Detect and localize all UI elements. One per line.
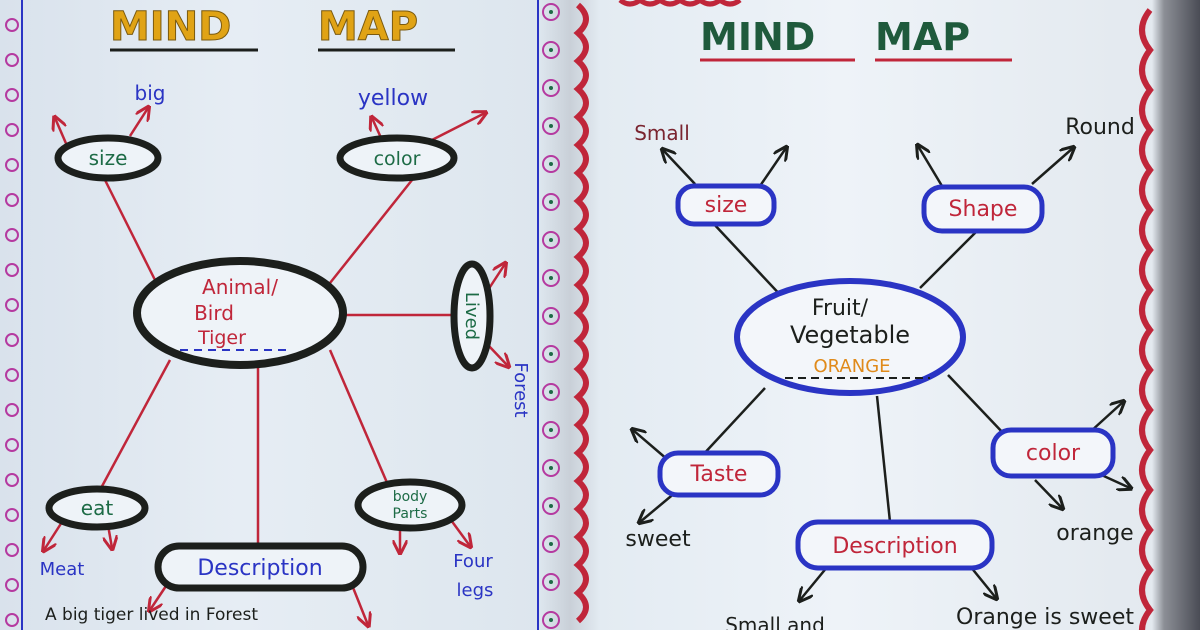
right-title: MIND MAP: [700, 15, 1012, 62]
right-title-word-2: MAP: [875, 15, 970, 59]
right-node-description-label: Description: [832, 534, 957, 559]
left-node-eat: eat: [45, 485, 149, 531]
left-center-line-1: Animal/: [202, 275, 278, 299]
left-center-line-2: Bird: [194, 301, 234, 325]
right-connectors: [633, 146, 1130, 600]
left-leaf-four: Four: [453, 551, 493, 572]
left-leaf-yellow: yellow: [358, 86, 428, 111]
right-node-description: Description: [795, 519, 995, 571]
right-node-size: size: [675, 183, 777, 227]
left-title-word-2: MAP: [318, 4, 418, 50]
left-node-description-label: Description: [197, 556, 322, 581]
right-leaf-small: Small: [634, 121, 690, 145]
right-center-line-1: Fruit/: [812, 296, 869, 321]
right-node-shape: Shape: [921, 184, 1045, 234]
left-node-body-line-1: body: [393, 489, 428, 505]
left-node-eat-label: eat: [81, 496, 114, 520]
left-center-topic: Tiger: [197, 327, 246, 349]
right-leaf-orange: orange: [1056, 521, 1133, 546]
right-node-taste: Taste: [657, 450, 781, 498]
right-page-left-border: [573, 2, 589, 624]
left-node-description: Description: [154, 542, 367, 592]
left-leaf-legs: legs: [457, 580, 494, 601]
right-description-text-1: Small and: [725, 613, 825, 630]
right-page: MIND MAP Fruit/ V: [573, 0, 1154, 630]
left-node-color-label: color: [374, 148, 421, 170]
left-node-size-label: size: [89, 146, 128, 170]
right-title-word-1: MIND: [700, 15, 815, 59]
right-node-taste-label: Taste: [690, 462, 748, 487]
right-node-shape-label: Shape: [949, 197, 1018, 222]
right-node-color-label: color: [1026, 441, 1081, 466]
left-node-color: color: [336, 134, 458, 182]
right-node-size-label: size: [705, 193, 748, 218]
left-node-size: size: [54, 134, 162, 182]
left-node-lived: Lived: [450, 260, 494, 372]
left-page-right-border: [537, 0, 560, 630]
right-description-text-2: Orange is sweet: [956, 605, 1134, 630]
left-page: MIND MAP: [5, 0, 560, 630]
left-title: MIND MAP: [110, 4, 455, 52]
left-node-body-parts: body Parts: [354, 478, 466, 532]
right-center-topic: ORANGE: [813, 356, 890, 377]
right-page-top-border: [618, 0, 742, 7]
left-center-node: Animal/ Bird Tiger: [133, 257, 347, 369]
right-page-right-border: [1139, 8, 1154, 630]
left-leaf-big: big: [135, 81, 166, 105]
right-leaf-sweet: sweet: [625, 527, 691, 552]
left-node-body-line-2: Parts: [393, 506, 428, 522]
right-center-node: Fruit/ Vegetable ORANGE: [734, 278, 966, 396]
left-leaf-meat: Meat: [40, 559, 85, 580]
right-center-line-2: Vegetable: [790, 321, 910, 349]
left-summary-sentence: A big tiger lived in Forest: [45, 605, 258, 625]
left-node-lived-label: Lived: [461, 292, 482, 340]
left-page-left-border: [5, 0, 23, 630]
left-leaf-forest: Forest: [510, 362, 531, 417]
right-node-color: color: [990, 427, 1116, 479]
left-title-word-1: MIND: [110, 4, 231, 50]
right-leaf-round: Round: [1065, 115, 1135, 140]
